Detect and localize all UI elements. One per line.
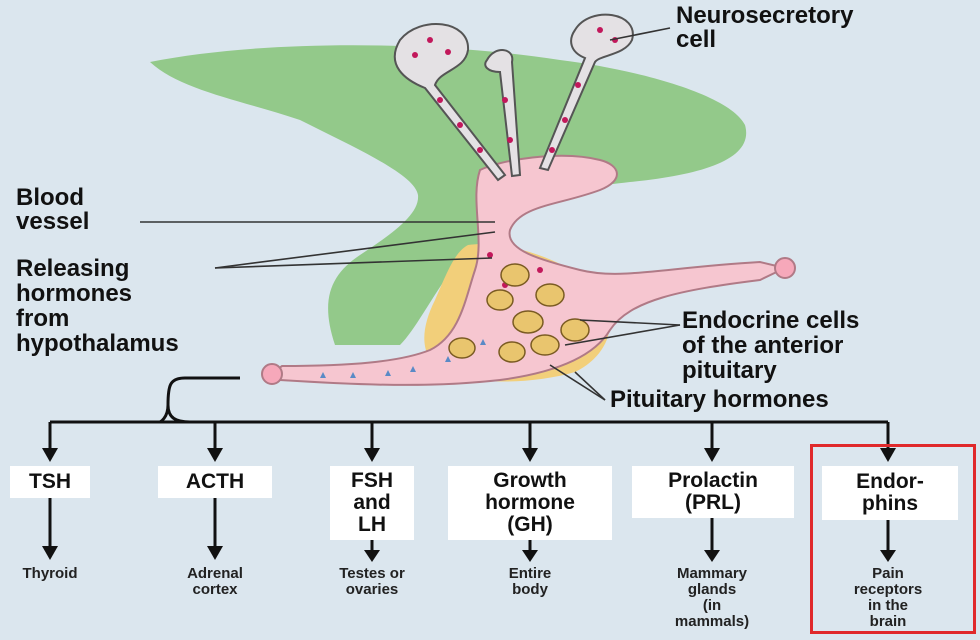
target-mammary-glands: Mammary glands (in mammals) [674,565,750,630]
target-adrenal-cortex: Adrenal cortex [187,565,243,598]
hormone-tree [48,376,890,552]
hormone-box-growth-hormone: Growth hormone (GH) [448,466,612,540]
hormone-box-fsh-lh: FSH and LH [330,466,414,540]
highlight-box [810,444,976,634]
label-endocrine-cells: Endocrine cells of the anterior pituitar… [682,307,860,384]
hormone-box-tsh: TSH [10,466,90,498]
hypothalamus-region [150,45,747,346]
hormone-markers [320,339,486,378]
vessel-end-right [774,257,796,279]
endocrine-cells [448,263,590,363]
target-pain-receptors: Pain receptors in the brain [853,565,923,630]
label-pituitary-hormones: Pituitary hormones [610,386,829,413]
label-neurosecretory-cell: Neurosecretory cell [676,2,854,53]
target-entire-body: Entire body [508,565,552,598]
hormone-box-acth: ACTH [158,466,272,498]
neurosecretory-cell [393,13,634,182]
label-releasing-hormones: Releasing hormones from hypothalamus [16,255,179,357]
target-testes-ovaries: Testes or ovaries [339,565,405,598]
label-blood-vessel: Blood vessel [16,184,90,235]
arrow-heads [42,448,896,562]
vessel-end-left [261,363,283,385]
target-thyroid: Thyroid [22,565,78,582]
hormone-box-prolactin: Prolactin (PRL) [632,466,794,518]
hormone-box-endorphins: Endor- phins [822,466,958,520]
pointer-lines [140,27,681,401]
